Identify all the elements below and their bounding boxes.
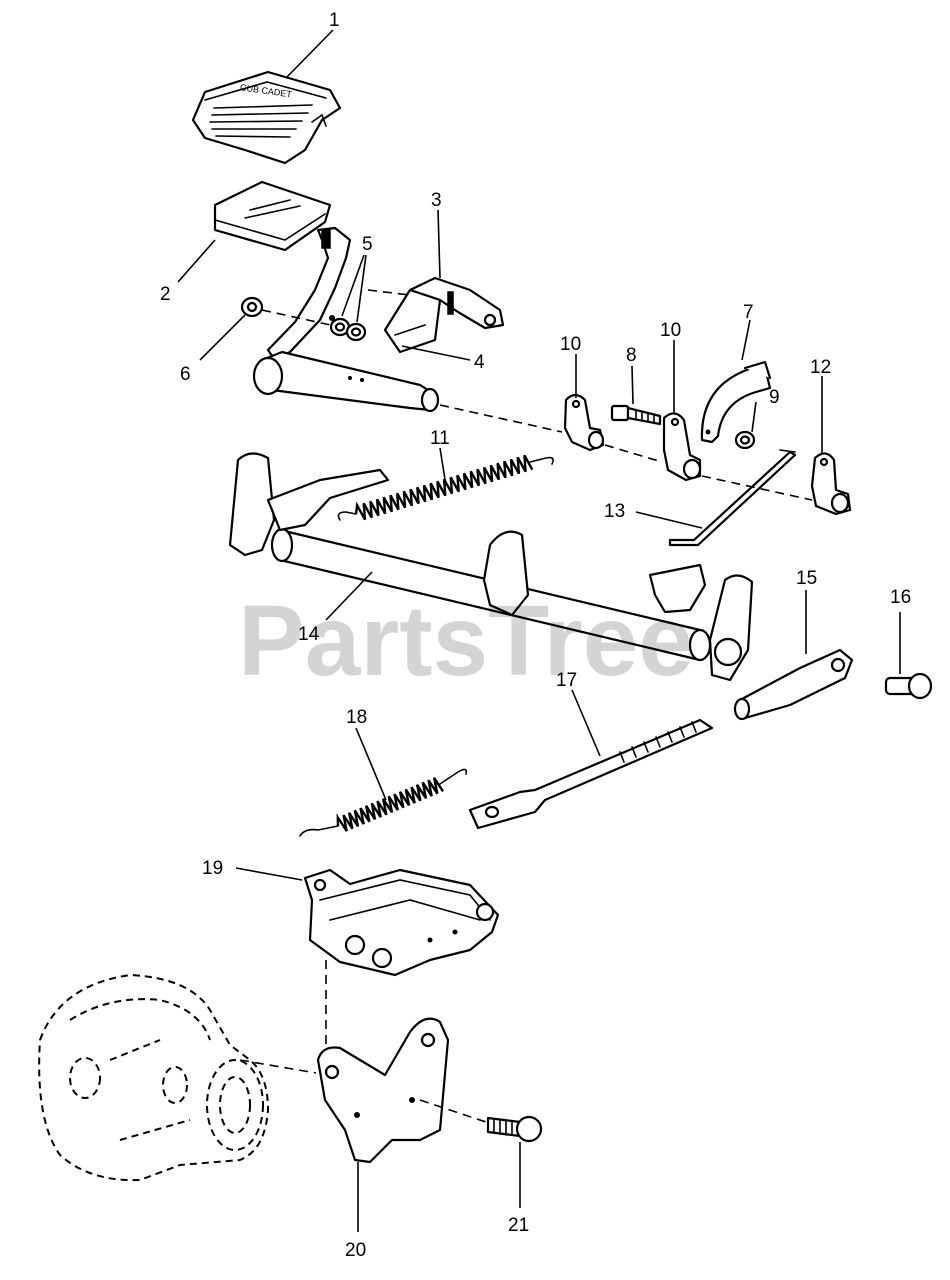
part-19-brake-caliper[interactable] [303, 868, 500, 977]
callout-20: 20 [345, 1240, 366, 1261]
part-3-bracket[interactable] [383, 276, 505, 354]
alignment-lines [239, 289, 813, 1123]
callout-19: 19 [202, 858, 223, 879]
part-14-cross-shaft[interactable] [228, 452, 754, 682]
callout-1: 1 [329, 10, 340, 31]
transmission-outline [38, 973, 270, 1182]
callout-11: 11 [430, 428, 450, 449]
part-10-arm-left[interactable] [563, 393, 605, 452]
callout-10b: 10 [660, 320, 681, 341]
part-2-brake-pedal[interactable] [213, 180, 440, 413]
callout-2: 2 [160, 284, 171, 305]
part-15-clevis[interactable] [733, 648, 854, 721]
callout-3: 3 [431, 190, 442, 211]
callout-5: 5 [362, 234, 373, 255]
callout-8: 8 [626, 345, 637, 366]
callout-12: 12 [810, 357, 831, 378]
callout-14: 14 [298, 624, 320, 645]
part-10-arm-right[interactable] [662, 412, 702, 482]
callout-10a: 10 [560, 334, 581, 355]
callout-16: 16 [890, 587, 911, 608]
part-5-nuts[interactable] [329, 317, 367, 342]
callout-21: 21 [508, 1215, 529, 1236]
callout-18: 18 [346, 707, 367, 728]
part-1-pedal-pad[interactable]: CUB CADET [191, 70, 342, 165]
callout-15: 15 [796, 568, 817, 589]
callout-6: 6 [180, 364, 191, 385]
callout-13: 13 [604, 501, 625, 522]
part-12-arm[interactable] [810, 452, 852, 516]
part-16-clevis-pin[interactable] [884, 672, 933, 700]
part-18-spring[interactable] [299, 768, 468, 837]
part-17-threaded-rod[interactable] [468, 718, 714, 830]
part-11-spring[interactable] [337, 454, 554, 521]
callout-labels: 1 2 3 4 5 6 7 8 9 10 10 11 12 13 14 15 1… [160, 10, 911, 1261]
part-21-bolt[interactable] [486, 1115, 543, 1143]
watermark: PartsTree [238, 585, 694, 697]
callout-9: 9 [769, 387, 780, 408]
part-6-nut[interactable] [240, 296, 264, 318]
callout-leaders [177, 29, 901, 1232]
part-8-bolt[interactable] [610, 404, 662, 426]
callout-17: 17 [556, 670, 577, 691]
part-9-nut[interactable] [734, 430, 756, 450]
callout-4: 4 [474, 352, 485, 373]
callout-7: 7 [743, 302, 754, 323]
part-7-arc-bracket[interactable] [700, 360, 772, 444]
part-20-mounting-plate[interactable] [316, 1017, 450, 1164]
part-13-rod[interactable] [668, 449, 797, 547]
